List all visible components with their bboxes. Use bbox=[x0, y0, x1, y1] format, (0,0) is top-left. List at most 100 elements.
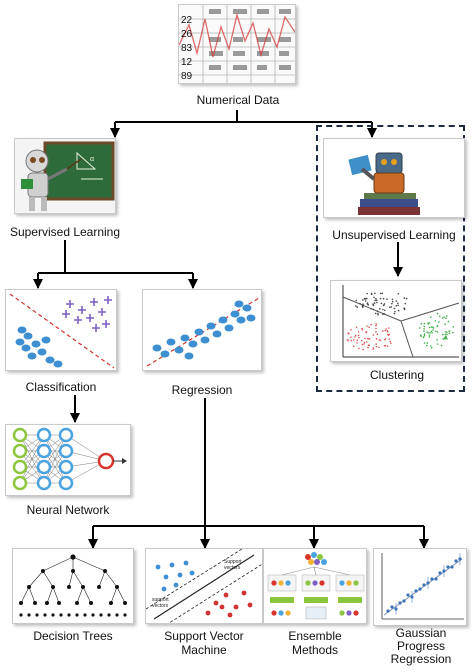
cluster-point bbox=[385, 328, 387, 330]
cluster-point bbox=[355, 326, 358, 329]
decision-tree-graphic bbox=[19, 554, 127, 617]
classification-image bbox=[5, 289, 117, 371]
cluster-point bbox=[376, 333, 379, 336]
cluster-point bbox=[366, 292, 368, 295]
cluster-point bbox=[389, 340, 391, 343]
cluster-point bbox=[395, 305, 398, 307]
cluster-point bbox=[388, 338, 391, 340]
cluster-point bbox=[390, 342, 392, 344]
cluster-point bbox=[362, 304, 365, 307]
svg-text:α: α bbox=[90, 156, 94, 163]
gaussian-regression-image bbox=[373, 548, 467, 626]
cluster-point bbox=[356, 339, 359, 341]
cluster-point bbox=[448, 332, 451, 335]
numerical-data-label: Numerical Data bbox=[196, 93, 280, 107]
cluster-point bbox=[373, 296, 375, 299]
cluster-point bbox=[370, 307, 372, 310]
cluster-point bbox=[394, 310, 396, 313]
cluster-point bbox=[435, 330, 437, 333]
cluster-point bbox=[380, 302, 383, 305]
clustering-label: Clustering bbox=[369, 368, 425, 382]
cluster-point bbox=[372, 303, 374, 305]
cluster-point bbox=[446, 333, 448, 336]
regression-image bbox=[142, 289, 262, 371]
gaussian-label-line2: Progress bbox=[396, 639, 446, 653]
clustering-image bbox=[330, 280, 462, 362]
cluster-point bbox=[428, 334, 431, 336]
cluster-point bbox=[375, 299, 378, 301]
regression-label: Regression bbox=[171, 383, 233, 397]
cluster-point bbox=[362, 348, 364, 351]
cluster-point bbox=[423, 333, 426, 335]
cluster-point bbox=[443, 316, 445, 318]
cluster-point bbox=[355, 299, 357, 302]
cluster-point bbox=[432, 329, 434, 331]
cluster-point bbox=[353, 345, 355, 347]
cluster-point bbox=[426, 342, 429, 344]
cluster-point bbox=[432, 327, 435, 329]
cluster-point bbox=[429, 331, 431, 334]
cluster-point bbox=[375, 298, 377, 300]
neural-network-label: Neural Network bbox=[26, 503, 110, 517]
classification-label: Classification bbox=[25, 380, 97, 394]
cluster-point bbox=[366, 341, 368, 343]
cluster-point bbox=[361, 329, 364, 331]
cluster-point bbox=[365, 331, 368, 333]
decision-boundary bbox=[9, 293, 115, 369]
spreadsheet-graphic bbox=[179, 5, 295, 83]
cluster-point bbox=[423, 330, 425, 333]
cluster-point bbox=[436, 339, 438, 341]
cluster-point bbox=[360, 339, 363, 342]
cell-value: 12 bbox=[181, 57, 193, 68]
cluster-point bbox=[439, 315, 441, 318]
cluster-point bbox=[430, 346, 433, 349]
robot-reader-graphic bbox=[324, 139, 464, 217]
cluster-point bbox=[436, 312, 439, 315]
cluster-point bbox=[382, 313, 384, 316]
cluster-point bbox=[426, 331, 428, 333]
supervised-robot-image: α bbox=[14, 138, 116, 214]
cluster-point bbox=[363, 343, 365, 345]
cluster-point bbox=[442, 333, 444, 336]
cluster-point bbox=[366, 303, 369, 305]
cluster-point bbox=[361, 327, 363, 330]
cluster-point bbox=[420, 322, 423, 325]
cluster-point bbox=[379, 297, 382, 300]
cluster-point bbox=[350, 339, 353, 342]
cluster-point bbox=[426, 344, 428, 347]
cluster-point bbox=[386, 333, 389, 336]
cluster-point bbox=[354, 336, 356, 338]
cluster-point bbox=[379, 292, 382, 295]
cluster-point bbox=[356, 342, 358, 344]
cluster-point bbox=[427, 322, 429, 324]
cluster-point bbox=[383, 313, 385, 315]
cluster-point bbox=[434, 320, 437, 322]
cluster-point bbox=[436, 343, 439, 345]
cluster-point bbox=[386, 330, 389, 333]
regression-scatter bbox=[146, 297, 260, 367]
svg-text:Support: Support bbox=[224, 559, 242, 565]
cluster-point bbox=[384, 329, 386, 332]
robot-teacher-graphic: α bbox=[15, 139, 115, 213]
svg-text:support: support bbox=[152, 597, 169, 603]
cluster-point bbox=[446, 315, 448, 317]
gaussian-regression-label: Gaussian Progress Regression bbox=[373, 627, 469, 666]
cluster-point bbox=[386, 345, 389, 347]
cluster-point bbox=[370, 292, 373, 295]
cluster-point bbox=[388, 306, 391, 309]
cluster-point bbox=[448, 330, 450, 332]
cluster-point bbox=[428, 322, 431, 324]
cluster-point bbox=[391, 302, 393, 305]
neural-network-graphic bbox=[12, 427, 127, 491]
unsupervised-group-box bbox=[316, 125, 465, 392]
cluster-point bbox=[397, 302, 399, 305]
decision-trees-image bbox=[12, 548, 134, 624]
cluster-point bbox=[363, 297, 366, 300]
cluster-point bbox=[355, 305, 357, 307]
cell-value: 22 bbox=[181, 15, 193, 26]
cluster-point bbox=[383, 303, 386, 305]
cluster-point bbox=[427, 332, 429, 334]
cluster-point bbox=[346, 339, 349, 341]
cluster-point bbox=[368, 338, 370, 340]
cluster-point bbox=[384, 309, 386, 312]
